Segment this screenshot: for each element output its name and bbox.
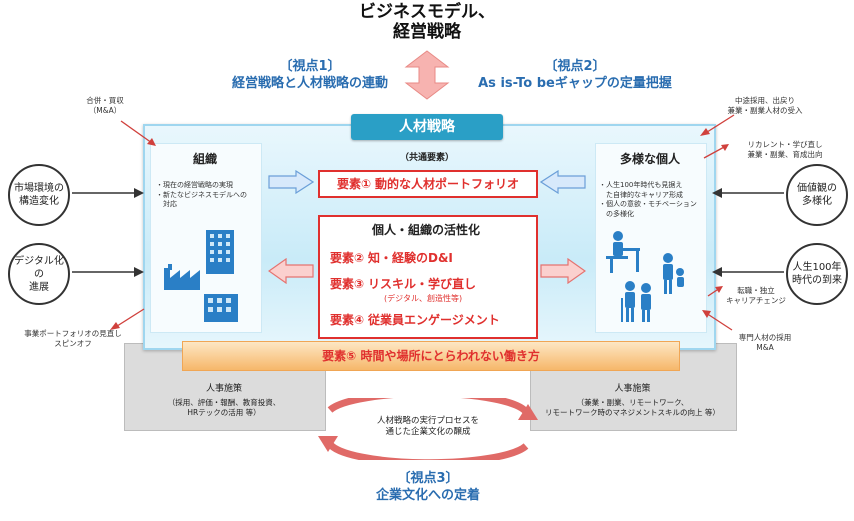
element3-sub: (デジタル、創造性等) <box>384 294 463 303</box>
note-arrow-icon <box>702 310 733 331</box>
element1-label: 要素① <box>336 177 372 191</box>
note-mna: 合併・買収 （M&A） <box>86 96 124 115</box>
connector-arrow-icon <box>712 267 784 277</box>
note-arrow-icon <box>110 308 145 330</box>
element1-box: 要素① 動的な人材ポートフォリオ <box>318 170 538 198</box>
viewpoint1-label: 〔視点1〕 <box>279 59 341 74</box>
arrow-right-red-icon <box>540 258 586 284</box>
vertical-double-arrow-icon <box>404 50 450 100</box>
note-arrow-icon <box>703 144 729 159</box>
element2-text: 知・経験のD&I <box>368 251 453 265</box>
element4-label: 要素④ <box>330 313 365 327</box>
viewpoint2-text: As is-To beギャップの定量把握 <box>478 76 672 91</box>
note-portfolio: 事業ポートフォリオの見直し スピンオフ <box>24 329 122 348</box>
diverse-individuals-bullets: ・人生100年時代も見据え た自律的なキャリア形成 ・個人の意欲・モチベーション… <box>599 181 705 219</box>
arrow-right-icon <box>268 170 314 194</box>
arrow-left-icon <box>540 170 586 194</box>
cycle-arrow-icon <box>318 398 538 460</box>
hr-strategy-tag: 人材戦略 <box>351 114 503 140</box>
connector-arrow-icon <box>72 188 144 198</box>
element5-label: 要素⑤ <box>322 349 357 363</box>
title-line2: 経営戦略 <box>393 22 461 42</box>
activation-box <box>318 215 538 339</box>
element2: 要素② 知・経験のD&I <box>330 249 530 266</box>
note-specialist: 専門人材の採用 M&A <box>738 333 792 352</box>
note-arrow-icon <box>707 286 723 297</box>
viewpoint3: 〔視点3〕 企業文化への定着 <box>330 470 526 504</box>
diverse-individuals-title: 多様な個人 <box>619 152 680 166</box>
hr-right-detail: （兼業・副業、リモートワーク、 リモートワーク時のマネジメントスキルの向上 等） <box>545 398 720 417</box>
element5-bar: 要素⑤ 時間や場所にとらわれない働き方 <box>182 341 680 371</box>
note-career-change: 転職・独立 キャリアチェンジ <box>726 286 786 305</box>
common-elements-label: （共通要素） <box>399 153 454 163</box>
note-recurrent: リカレント・学び直し 兼業・副業、育成出向 <box>747 140 823 159</box>
hr-left-title: 人事施策 <box>205 384 242 394</box>
element3-label: 要素③ <box>330 277 365 291</box>
arrow-left-red-icon <box>268 258 314 284</box>
element3-text: リスキル・学び直し <box>368 277 477 291</box>
market-change-circle: 市場環境の 構造変化 <box>8 164 70 226</box>
viewpoint2-label: 〔視点2〕 <box>544 59 606 74</box>
connector-arrow-icon <box>712 188 784 198</box>
viewpoint2: 〔視点2〕 As is-To beギャップの定量把握 <box>460 58 690 92</box>
hr-left-detail: （採用、評価・報酬、教育投資、 HRテックの活用 等） <box>167 398 281 417</box>
individual-bullet: の多様化 <box>599 209 634 218</box>
element2-label: 要素② <box>330 251 365 265</box>
element4: 要素④ 従業員エンゲージメント <box>330 311 530 328</box>
element1-text: 動的な人材ポートフォリオ <box>374 177 519 191</box>
organization-bullet: 対応 <box>156 200 177 208</box>
activation-title: 個人・組織の活性化 <box>371 223 480 237</box>
element4-text: 従業員エンゲージメント <box>368 313 500 327</box>
individual-bullet: ・個人の意欲・モチベーション <box>599 200 697 208</box>
viewpoint3-label: 〔視点3〕 <box>397 471 459 486</box>
buildings-icon <box>164 230 238 322</box>
viewpoint1: 〔視点1〕 経営戦略と人材戦略の連動 <box>225 58 395 92</box>
cycle-text: 人材戦略の実行プロセスを 通じた企業文化の醸成 <box>376 416 479 437</box>
organization-bullets: ・現在の経営戦略の実現 ・新たなビジネスモデルへの 対応 <box>156 181 260 210</box>
element3: 要素③ リスキル・学び直し <box>330 275 530 292</box>
people-icon <box>606 231 684 322</box>
note-arrow-icon <box>700 114 735 136</box>
digitalization-circle: デジタル化の 進展 <box>8 243 70 305</box>
connector-arrow-icon <box>72 267 144 277</box>
organization-title: 組織 <box>192 152 217 166</box>
note-midcareer: 中途採用、出戻り 兼業・副業人材の受入 <box>727 96 803 115</box>
values-diversification-circle: 価値観の 多様化 <box>786 164 848 226</box>
viewpoint3-text: 企業文化への定着 <box>375 488 480 503</box>
viewpoint1-text: 経営戦略と人材戦略の連動 <box>231 76 388 91</box>
title-line1: ビジネスモデル、 <box>359 2 495 22</box>
note-arrow-icon <box>120 120 156 146</box>
organization-bullet: ・新たなビジネスモデルへの <box>156 190 247 199</box>
hr-right-title: 人事施策 <box>614 384 651 394</box>
element5-text: 時間や場所にとらわれない働き方 <box>360 349 540 363</box>
individual-bullet: た自律的なキャリア形成 <box>599 190 683 199</box>
individual-bullet: ・人生100年時代も見据え <box>599 181 683 189</box>
life-100-years-circle: 人生100年 時代の到来 <box>786 243 848 305</box>
organization-bullet: ・現在の経営戦略の実現 <box>156 181 233 189</box>
